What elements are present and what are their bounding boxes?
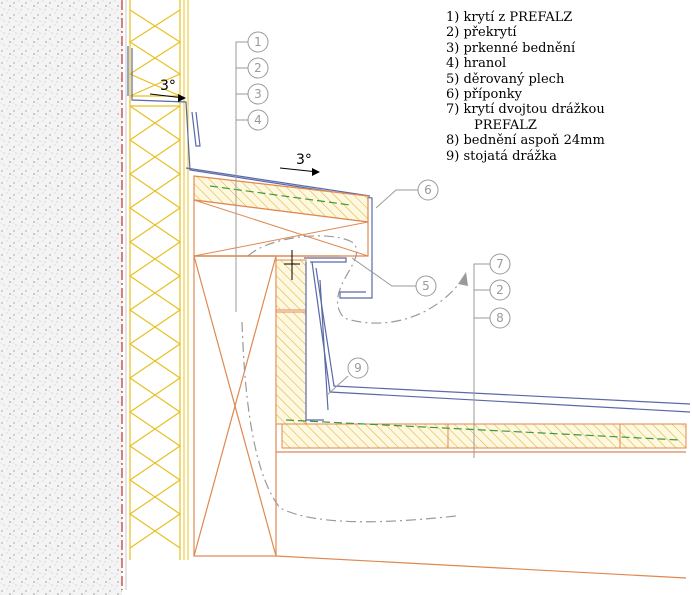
centerline-mark bbox=[284, 250, 300, 280]
callout-stack-right bbox=[473, 253, 511, 458]
callout-5-leader bbox=[351, 257, 437, 297]
callout-3: 3 bbox=[254, 87, 262, 101]
angle-arrow-upper bbox=[149, 93, 186, 102]
legend-item-2: 2) překrytí bbox=[446, 25, 517, 41]
perforated-sheet bbox=[304, 250, 691, 421]
angle-arrow-lower bbox=[279, 167, 320, 176]
callout-6-leader bbox=[375, 179, 439, 209]
legend-item-1: 1) krytí z PREFALZ bbox=[446, 10, 573, 25]
packing-blocks bbox=[275, 259, 307, 425]
callout-9: 9 bbox=[354, 361, 362, 375]
callout-9-leader bbox=[325, 357, 369, 397]
flow-arrow-head bbox=[458, 272, 468, 286]
legend-item-4: 4) hranol bbox=[446, 56, 507, 72]
legend-item-8: 8) bednění aspoň 24mm bbox=[446, 133, 605, 149]
legend: 1) krytí z PREFALZ 2) překrytí 3) prkenn… bbox=[446, 10, 686, 164]
callout-2: 2 bbox=[254, 61, 262, 75]
callout-5: 5 bbox=[422, 279, 430, 293]
legend-item-7-cont: PREFALZ bbox=[474, 117, 537, 133]
callout-2b: 2 bbox=[496, 283, 504, 297]
flow-lines bbox=[241, 235, 463, 523]
wall-flashing bbox=[127, 46, 373, 250]
wall-insulation bbox=[128, 0, 189, 560]
legend-item-3: 3) prkenné bednění bbox=[446, 40, 576, 56]
callout-4: 4 bbox=[254, 113, 262, 127]
legend-item-9: 9) stojatá drážka bbox=[446, 148, 557, 164]
callout-8: 8 bbox=[496, 311, 504, 325]
timber-post bbox=[193, 255, 340, 557]
lower-roof-boarding bbox=[275, 419, 687, 579]
angle-label-upper: 3° bbox=[160, 78, 176, 94]
legend-item-5: 5) děrovaný plech bbox=[446, 71, 565, 87]
callout-7: 7 bbox=[496, 257, 504, 271]
angle-label-lower: 3° bbox=[296, 152, 312, 168]
callout-stack-wall bbox=[235, 31, 269, 312]
legend-item-6: 6) příponky bbox=[446, 87, 522, 103]
callout-6: 6 bbox=[424, 183, 432, 197]
upper-timber-block bbox=[193, 175, 369, 257]
legend-item-7: 7) krytí dvojtou drážkou bbox=[446, 102, 605, 118]
masonry-wall bbox=[0, 0, 127, 595]
callout-1: 1 bbox=[254, 35, 262, 49]
